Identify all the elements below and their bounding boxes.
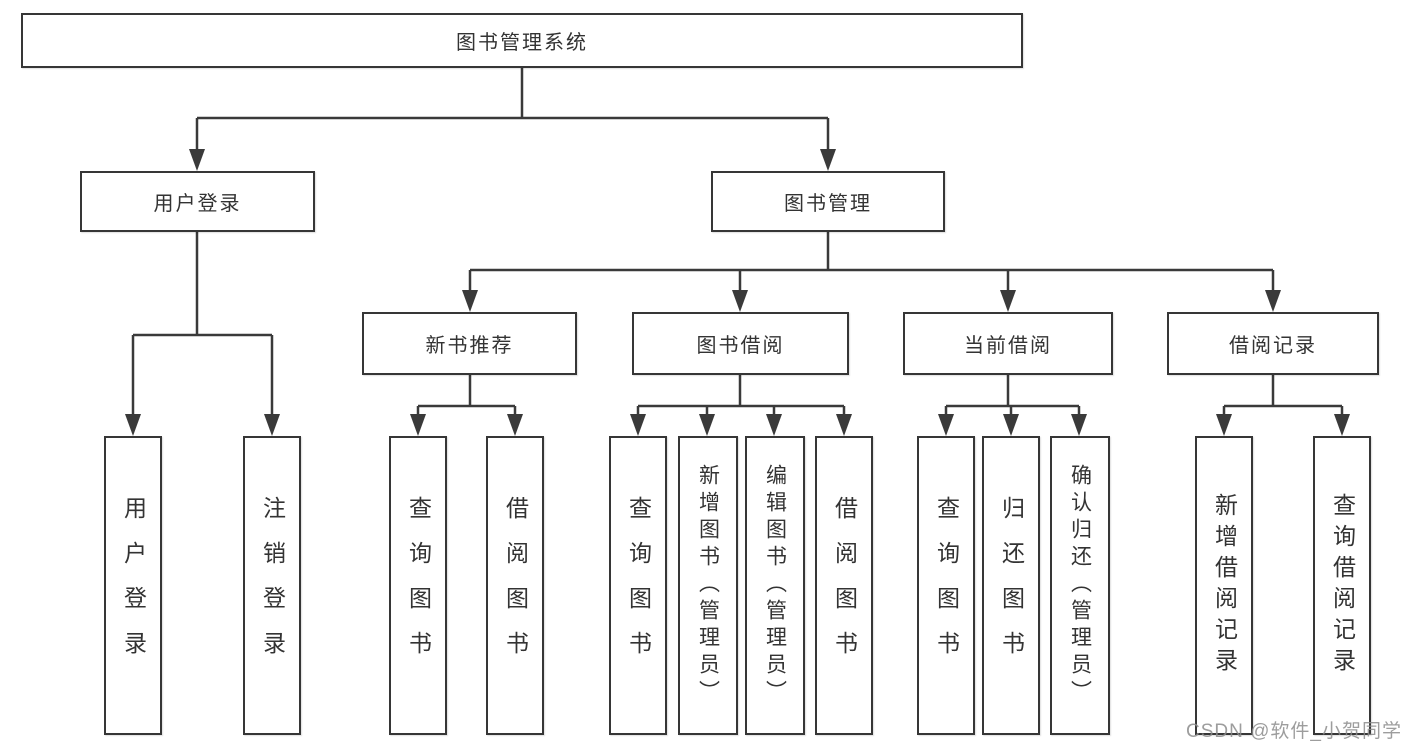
arrowhead-down-icon [732, 290, 748, 312]
leaf-label: 确认归还（管理员） [1068, 464, 1092, 707]
arrowhead-down-icon [410, 414, 426, 436]
node-label: 当前借阅 [964, 335, 1052, 357]
leaf-user-login: 用户登录 [104, 436, 162, 735]
arrowhead-down-icon [1216, 414, 1232, 436]
leaf-label: 编辑图书（管理员） [763, 464, 787, 707]
leaf-label: 查询图书 [933, 495, 960, 676]
arrowhead-down-icon [1334, 414, 1350, 436]
leaf-query-book: 查询图书 [609, 436, 667, 735]
leaf-add-borrow-record: 新增借阅记录 [1195, 436, 1253, 735]
leaf-label: 借阅图书 [502, 495, 529, 676]
node-user-login: 用户登录 [80, 171, 315, 232]
arrowhead-down-icon [264, 414, 280, 436]
leaf-query-book-current: 查询图书 [917, 436, 975, 735]
node-label: 图书管理系统 [456, 32, 588, 54]
arrowhead-down-icon [820, 149, 836, 171]
leaf-return-book: 归还图书 [982, 436, 1040, 735]
arrowhead-down-icon [1071, 414, 1087, 436]
arrowhead-down-icon [836, 414, 852, 436]
leaf-query-book-recommend: 查询图书 [389, 436, 447, 735]
node-label: 用户登录 [153, 193, 242, 215]
arrowhead-down-icon [462, 290, 478, 312]
arrowhead-down-icon [189, 149, 205, 171]
node-label: 新书推荐 [425, 335, 514, 357]
node-label: 图书管理 [784, 193, 872, 215]
node-label: 图书借阅 [696, 335, 785, 357]
arrowhead-down-icon [1000, 290, 1016, 312]
leaf-label: 查询图书 [405, 495, 432, 676]
node-borrow-record: 借阅记录 [1167, 312, 1379, 375]
arrowhead-down-icon [630, 414, 646, 436]
arrowhead-down-icon [1265, 290, 1281, 312]
node-new-book-recommend: 新书推荐 [362, 312, 577, 375]
leaf-label: 注销登录 [259, 495, 286, 676]
leaf-logout: 注销登录 [243, 436, 301, 735]
arrowhead-down-icon [938, 414, 954, 436]
arrowhead-down-icon [125, 414, 141, 436]
leaf-label: 新增借阅记录 [1211, 492, 1238, 679]
connector-userlogin-to-leaves [131, 232, 274, 428]
csdn-watermark: CSDN @软件_小贺同学 [1186, 721, 1402, 742]
arrowhead-down-icon [699, 414, 715, 436]
connector-newbook-to-leaves [416, 375, 517, 428]
leaf-borrow-book-recommend: 借阅图书 [486, 436, 544, 735]
arrowhead-down-icon [766, 414, 782, 436]
connector-bookmgmt-to-level3 [468, 232, 1275, 304]
leaf-add-book-admin: 新增图书（管理员） [678, 436, 738, 735]
arrowheads [125, 149, 1350, 436]
node-library-system: 图书管理系统 [21, 13, 1023, 68]
connector-bookborrow-to-leaves [636, 375, 846, 428]
leaf-query-borrow-record: 查询借阅记录 [1313, 436, 1371, 735]
arrowhead-down-icon [507, 414, 523, 436]
arrowhead-down-icon [1003, 414, 1019, 436]
node-book-borrow: 图书借阅 [632, 312, 849, 375]
leaf-label: 用户登录 [120, 495, 147, 676]
connector-root-to-level2 [195, 68, 830, 163]
leaf-borrow-book: 借阅图书 [815, 436, 873, 735]
leaf-confirm-return-admin: 确认归还（管理员） [1050, 436, 1110, 735]
node-current-borrow: 当前借阅 [903, 312, 1113, 375]
leaf-label: 归还图书 [998, 495, 1025, 676]
leaf-label: 借阅图书 [831, 495, 858, 676]
node-book-management: 图书管理 [711, 171, 945, 232]
node-label: 借阅记录 [1229, 335, 1317, 357]
connector-borrowrecord-to-leaves [1222, 375, 1344, 428]
leaf-label: 新增图书（管理员） [696, 464, 720, 707]
leaf-label: 查询借阅记录 [1329, 492, 1356, 679]
leaf-label: 查询图书 [625, 495, 652, 676]
leaf-edit-book-admin: 编辑图书（管理员） [745, 436, 805, 735]
